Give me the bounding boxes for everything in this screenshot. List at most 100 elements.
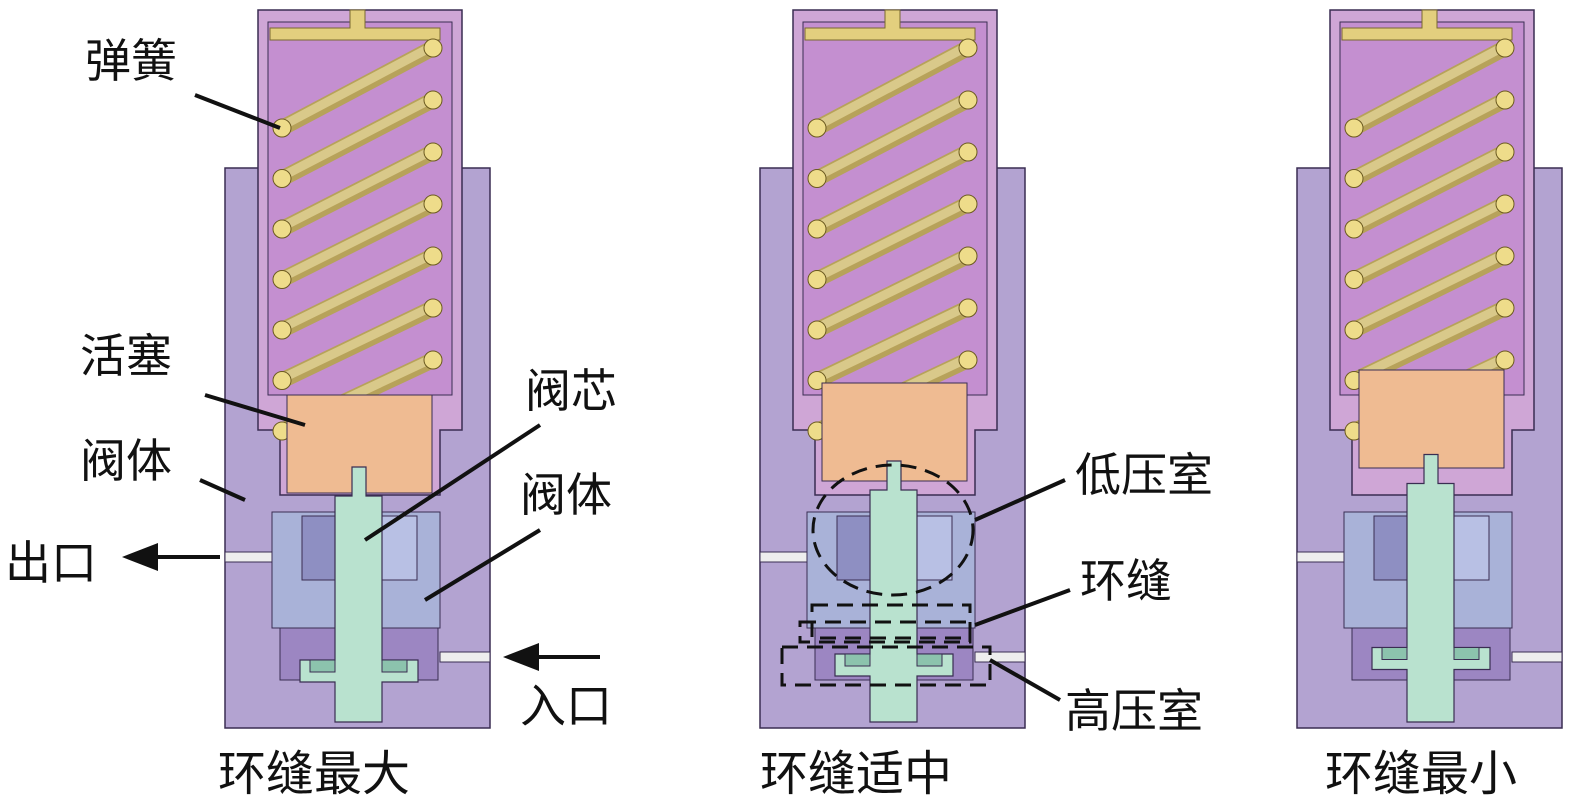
valve (1296, 9, 1563, 729)
spring-cap (1341, 9, 1513, 41)
spring-wire-section (1495, 90, 1515, 110)
spool-groove (1381, 647, 1408, 660)
leader-line (974, 588, 1071, 627)
label-body-left: 阀体 (80, 434, 172, 488)
valve (224, 9, 491, 729)
spring-wire-section (1495, 298, 1515, 318)
spring-wire-section (1495, 142, 1515, 162)
spring-wire-section (1495, 194, 1515, 214)
leader-line (363, 423, 542, 542)
spring-coil-highlight (1349, 41, 1510, 131)
spring-wire-section (1344, 169, 1364, 188)
spring-coil-highlight (1349, 301, 1510, 383)
spring-wire-section (423, 246, 443, 266)
spring-cap (269, 9, 441, 41)
spool-groove (381, 659, 408, 673)
spring-wire-section (423, 90, 443, 110)
annular-gap-marker-inner (798, 620, 972, 644)
label-annular-gap: 环缝 (1080, 554, 1172, 608)
spring-wire-section (423, 38, 443, 58)
spring-wire-section (958, 194, 978, 214)
leader-line (199, 478, 246, 502)
leader-line (423, 528, 542, 602)
label-body-right: 阀体 (520, 468, 612, 522)
spring-wire-section (272, 169, 292, 188)
spring-wire-section (958, 298, 978, 318)
spring-coil-highlight (277, 197, 438, 282)
spring-wire-section (1495, 38, 1515, 58)
piston (1358, 369, 1505, 469)
spring-wire-section (958, 246, 978, 266)
spring-coil-highlight (812, 197, 973, 282)
seat-bore-left (836, 515, 873, 581)
spring-wire-section (1495, 246, 1515, 266)
spring-wire-section (423, 298, 443, 318)
spring-wire-section (958, 350, 978, 370)
spring-wire-section (807, 320, 827, 340)
spring-wire-section (807, 270, 827, 289)
spring-wire-section (272, 270, 292, 289)
spring-wire-section (807, 118, 827, 138)
spring-coil-highlight (1349, 197, 1510, 282)
spool-groove (844, 653, 871, 667)
inlet-port (1511, 651, 1563, 663)
spring-coil-highlight (812, 301, 973, 383)
leader-line (974, 478, 1066, 522)
high-pressure-chamber-marker (780, 645, 992, 687)
spring-wire-section (272, 371, 292, 390)
label-low-pressure-chamber: 低压室 (1075, 448, 1213, 502)
spring-coil-highlight (277, 41, 438, 131)
caption-gap-medium: 环缝适中 (760, 746, 953, 802)
outlet-arrow-head (122, 543, 158, 571)
inlet-port (439, 651, 491, 663)
label-outlet: 出口 (5, 536, 97, 590)
spring-wire-section (1495, 350, 1515, 370)
spring-wire-section (958, 38, 978, 58)
spring-wire-section (272, 118, 292, 138)
seat-bore-left (301, 515, 338, 581)
spring-coil-highlight (812, 93, 973, 181)
inlet-port (974, 651, 1026, 663)
caption-gap-max: 环缝最大 (218, 746, 411, 802)
spring-wire-section (423, 350, 443, 370)
spring-coil-highlight (277, 145, 438, 232)
outlet-port (1296, 551, 1348, 563)
leader-line (989, 658, 1061, 702)
spring-wire-section (1344, 320, 1364, 340)
seat-bore-right (1453, 515, 1490, 581)
spring-wire-section (958, 142, 978, 162)
outlet-port (224, 551, 276, 563)
caption-gap-min: 环缝最小 (1325, 746, 1518, 802)
spring-coil-highlight (812, 249, 973, 333)
label-inlet: 入口 (520, 679, 612, 733)
outlet-port (759, 551, 811, 563)
spring-wire-section (958, 90, 978, 110)
spool (299, 466, 419, 723)
spring-coil-highlight (1349, 249, 1510, 333)
spring-wire-section (807, 169, 827, 188)
spring-wire-section (1344, 219, 1364, 239)
spool-groove (309, 659, 336, 673)
spring-coil-highlight (277, 249, 438, 333)
spring-wire-section (423, 142, 443, 162)
inlet-arrow-head (503, 643, 539, 671)
spring-coil-highlight (1349, 93, 1510, 181)
spring-coil-highlight (277, 93, 438, 181)
spring-coil-highlight (277, 301, 438, 383)
seat-bore-right (916, 515, 953, 581)
leader-line (194, 93, 281, 130)
spring-wire-section (272, 219, 292, 239)
spool-groove (916, 653, 943, 667)
label-spring: 弹簧 (85, 34, 177, 88)
valve (759, 9, 1026, 729)
spring-coil-highlight (812, 145, 973, 232)
spring-wire-section (1344, 270, 1364, 289)
label-spool: 阀芯 (525, 364, 617, 418)
spool-groove (1453, 647, 1480, 660)
spring-wire-section (1344, 118, 1364, 138)
label-piston: 活塞 (80, 329, 172, 383)
spring-coil-highlight (812, 41, 973, 131)
spring-wire-section (423, 194, 443, 214)
seat-bore-left (1373, 515, 1410, 581)
